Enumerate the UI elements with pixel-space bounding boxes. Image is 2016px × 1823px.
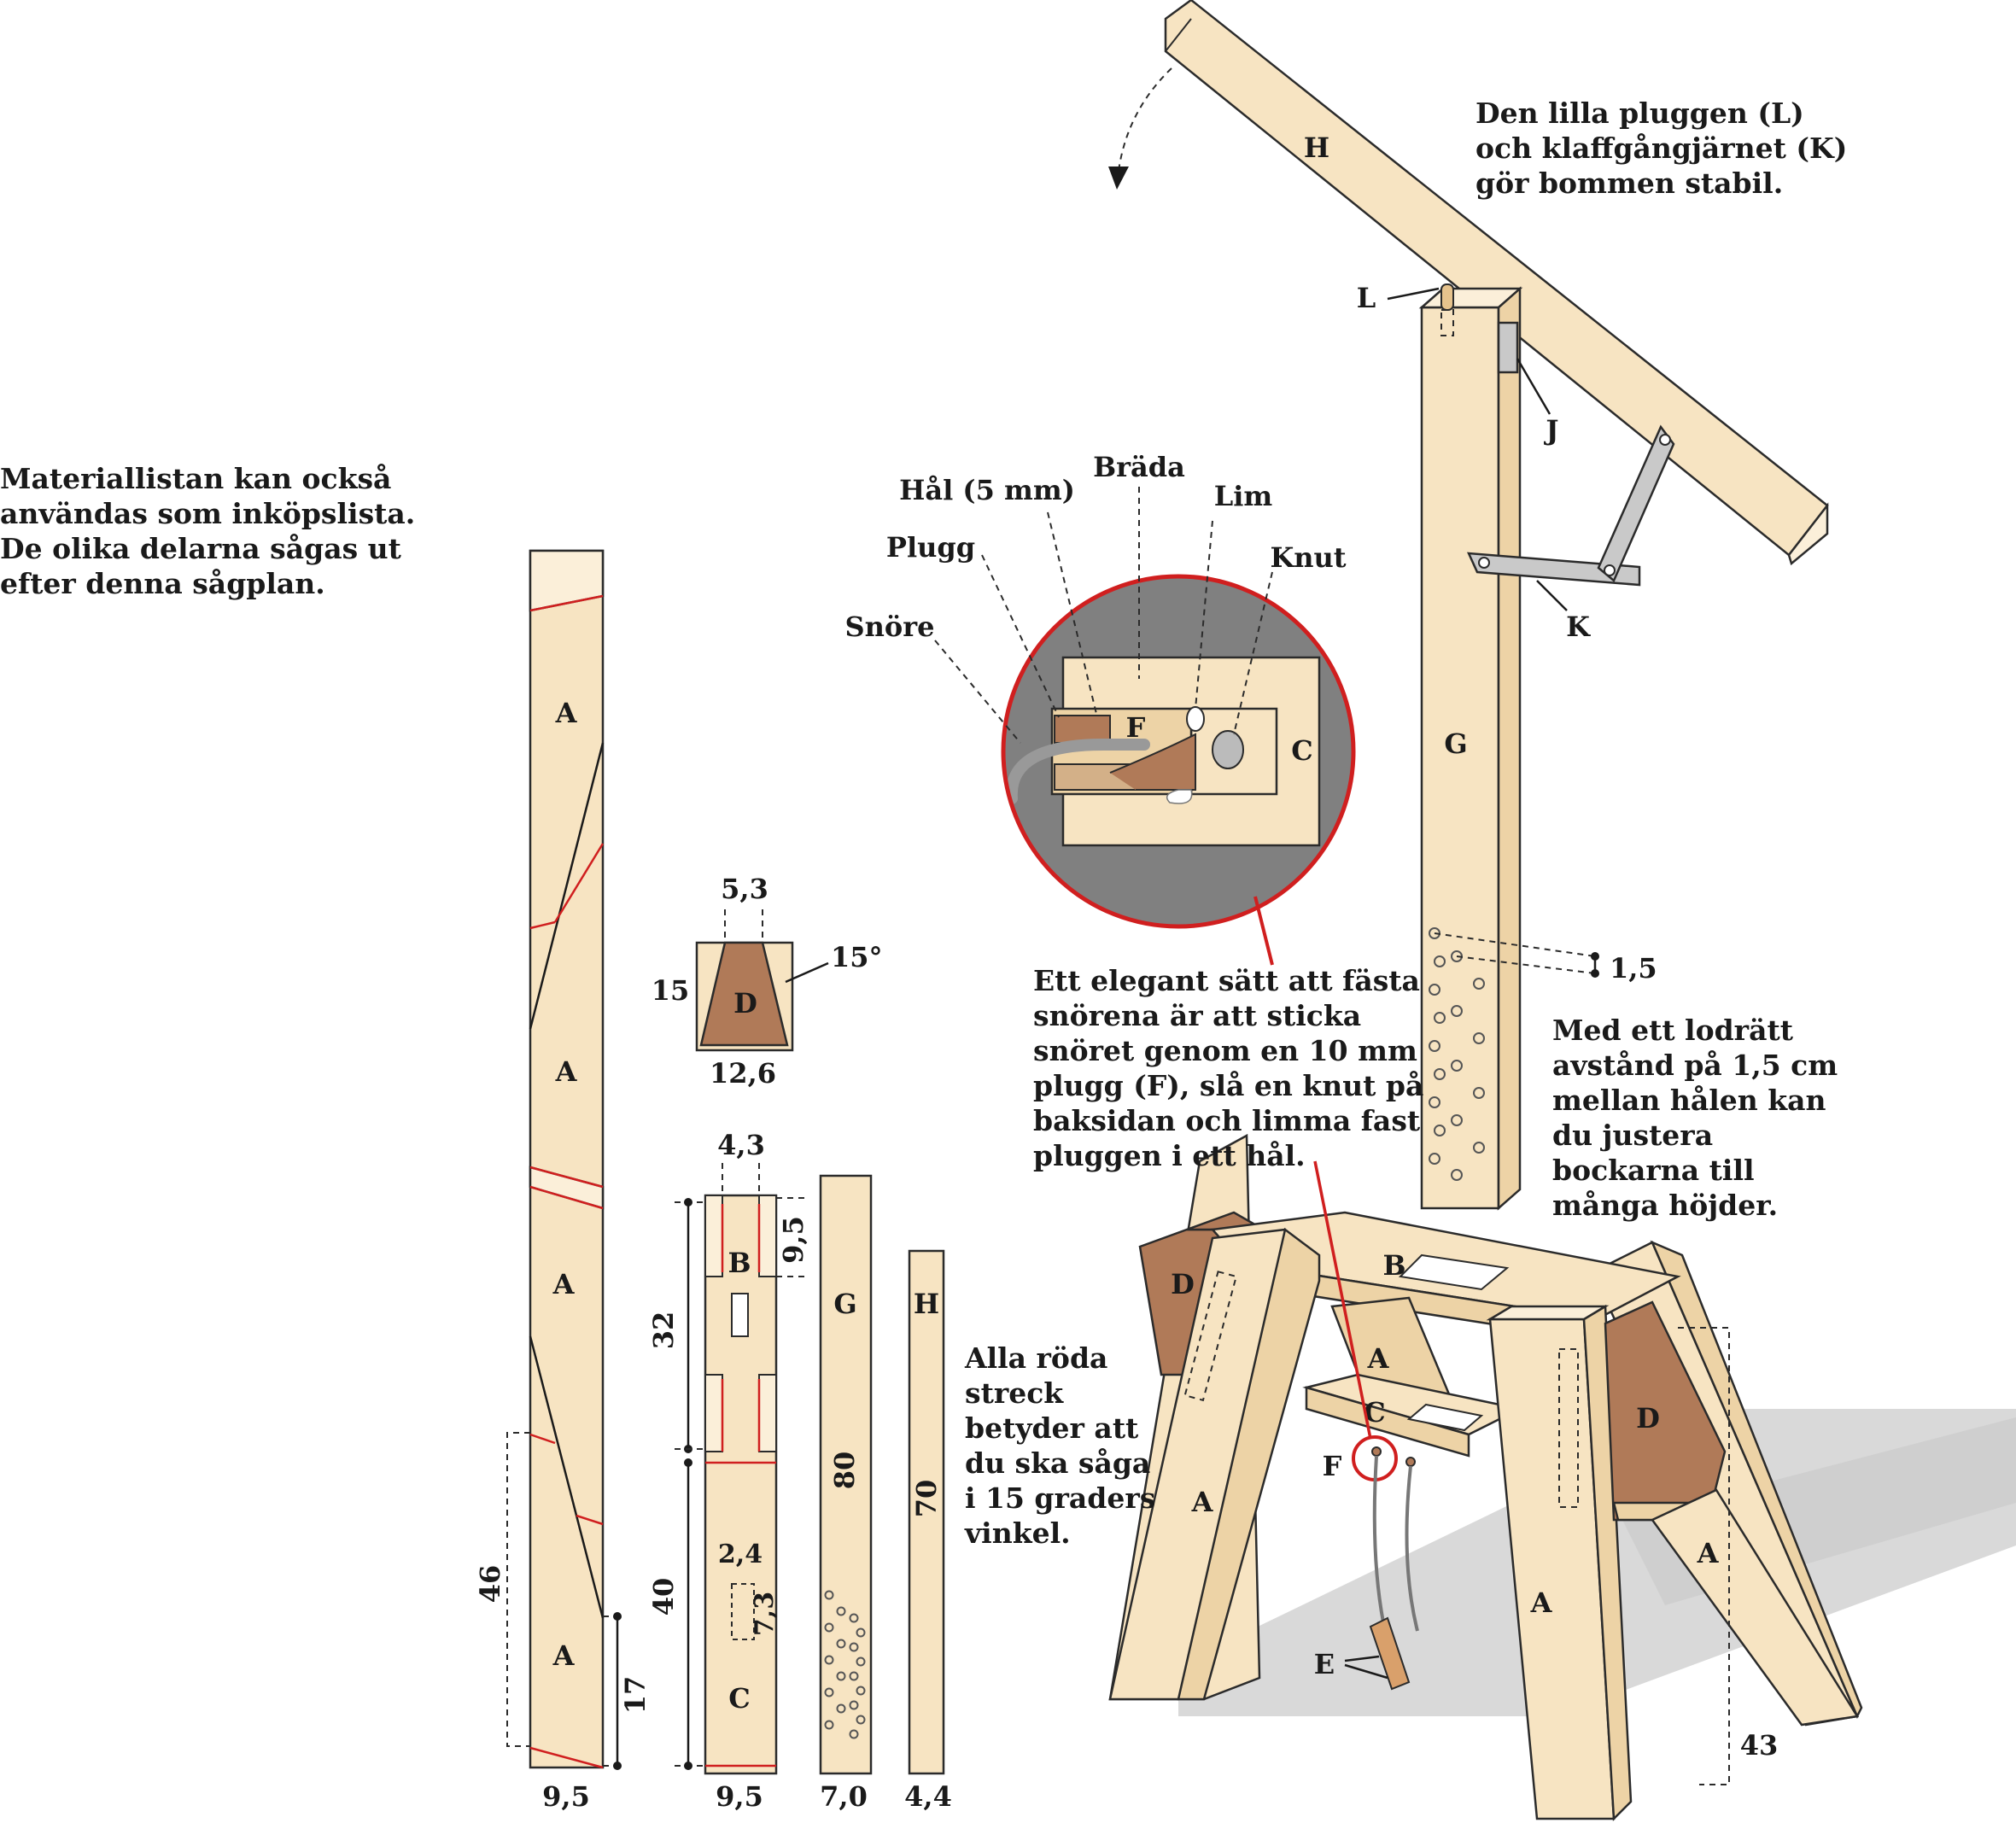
dim-a-width: 9,5 (542, 1780, 590, 1813)
peg-hole (1451, 1169, 1463, 1181)
part-d-plan: D 5,3 15 15° 12,6 (652, 873, 883, 1090)
detail-hole-label: Hål (5 mm) (899, 474, 1075, 506)
dim-d-top: 5,3 (721, 873, 768, 905)
sawhorse-a-middle-label: A (1367, 1342, 1390, 1375)
sawhorse-d-left-label: D (1171, 1268, 1195, 1300)
sawhorse-a-right-label: A (1697, 1537, 1720, 1569)
peg-hole (1473, 1087, 1485, 1099)
peg-hole (836, 1639, 846, 1649)
cutting-plan-board-a: A A A A 46 17 9,5 (474, 549, 652, 1813)
plug-detail: F C Bräda Hål (5 mm) Plugg Lim Knut Snör… (845, 451, 1356, 966)
peg-hole (836, 1606, 846, 1616)
detail-knut-label: Knut (1270, 541, 1346, 574)
part-c-plan-label: C (728, 1682, 750, 1715)
part-j-label: J (1543, 414, 1558, 447)
dim-c-slot-height: 7,3 (750, 1592, 780, 1636)
peg-hole (1429, 984, 1440, 996)
sawhorse: D B A C A A D A 43 (1108, 1133, 2016, 1821)
peg-hole (1473, 1142, 1485, 1154)
peg-hole (1473, 1032, 1485, 1044)
sawhorse-f-label: F (1323, 1450, 1342, 1482)
part-d-label: D (733, 987, 757, 1020)
part-h-plan: H 70 4,4 (904, 1249, 952, 1813)
peg-hole (1429, 1153, 1440, 1165)
note-boom-stable: Den lilla pluggen (L) och klaffgångjärne… (1475, 96, 1848, 200)
peg-hole (1434, 1125, 1446, 1136)
note-material-list: Materiallistan kan också användas som in… (0, 462, 416, 600)
dim-c-slot-width: 2,4 (718, 1540, 763, 1569)
peg-hole (849, 1671, 859, 1681)
part-h-label: H (1304, 131, 1329, 164)
peg-hole (836, 1703, 846, 1714)
peg-hole (824, 1590, 834, 1600)
peg-hole (1434, 955, 1446, 967)
peg-hole (849, 1729, 859, 1739)
dim-g-width: 7,0 (820, 1780, 868, 1813)
dim-b-side: 9,5 (777, 1216, 809, 1264)
peg-hole (1451, 1005, 1463, 1017)
detail-plugg-label: Plugg (886, 531, 975, 564)
sawhorse-d-right-label: D (1636, 1402, 1660, 1434)
sawhorse-a-front-label: A (1530, 1586, 1553, 1619)
part-g-plan-label: G (833, 1288, 856, 1320)
peg-hole (824, 1720, 834, 1730)
dim-bc-width: 9,5 (716, 1780, 763, 1813)
peg-hole (849, 1642, 859, 1652)
part-a-label-2: A (555, 1055, 578, 1088)
dim-d-width: 12,6 (710, 1057, 776, 1090)
dim-a-17: 17 (619, 1676, 652, 1715)
detail-board-label: Bräda (1093, 451, 1185, 483)
detail-lim-label: Lim (1214, 480, 1273, 512)
part-g-label: G (1444, 727, 1467, 760)
part-a-label-3: A (552, 1268, 576, 1300)
dim-h-width: 4,4 (904, 1780, 952, 1813)
dim-c-length: 40 (647, 1578, 680, 1616)
peg-hole (1429, 1040, 1440, 1052)
part-a-label-1: A (555, 697, 578, 729)
sawhorse-b-label: B (1382, 1249, 1405, 1282)
detail-c-label: C (1291, 734, 1312, 767)
peg-hole (849, 1700, 859, 1710)
part-l-label: L (1357, 282, 1376, 314)
peg-hole (849, 1613, 859, 1623)
dim-d-angle: 15° (831, 941, 883, 973)
dim-hole-gap: 1,5 (1610, 952, 1657, 985)
dim-g-length: 80 (828, 1452, 861, 1490)
dim-a-46: 46 (474, 1565, 506, 1604)
peg-hole (1473, 978, 1485, 990)
peg-hole (1451, 1114, 1463, 1126)
part-h-plan-label: H (914, 1288, 939, 1320)
part-g-plan: G 80 7,0 (819, 1174, 873, 1813)
peg-hole (856, 1656, 866, 1667)
peg-hole (856, 1715, 866, 1725)
boom-assembly: H G L J K 1,5 (1108, 0, 1829, 1211)
note-elegant-attach: Ett elegant sätt att fästa snörena är at… (1033, 964, 1424, 1172)
part-k-label: K (1566, 611, 1591, 643)
part-b-plan-label: B (728, 1247, 751, 1279)
peg-hole (856, 1686, 866, 1696)
note-red-lines: Alla röda streck betyder att du ska såga… (965, 1341, 1156, 1550)
peg-hole (1429, 1096, 1440, 1108)
dim-b-length: 32 (647, 1312, 680, 1350)
detail-f-label: F (1126, 711, 1146, 744)
dim-h-length: 70 (910, 1480, 943, 1518)
part-a-label-4: A (552, 1639, 576, 1672)
peg-hole (824, 1655, 834, 1665)
peg-hole (836, 1671, 846, 1681)
dim-leg-43: 43 (1740, 1729, 1779, 1762)
sawhorse-a-left-label: A (1191, 1486, 1214, 1518)
peg-hole (824, 1687, 834, 1697)
parts-bc-plan: B C 4,3 9,5 32 40 2,4 7,3 9,5 (647, 1129, 809, 1813)
detail-snore-label: Snöre (845, 611, 935, 643)
peg-hole (1434, 1068, 1446, 1080)
note-vertical-spacing: Med ett lodrätt avstånd på 1,5 cm mellan… (1552, 1014, 1838, 1222)
sawhorse-e-label: E (1314, 1648, 1335, 1680)
peg-hole (824, 1622, 834, 1633)
peg-hole (856, 1627, 866, 1638)
peg-hole (1451, 1060, 1463, 1072)
dim-b-top: 4,3 (717, 1129, 765, 1161)
peg-hole (1434, 1012, 1446, 1024)
dim-d-height: 15 (652, 974, 690, 1007)
